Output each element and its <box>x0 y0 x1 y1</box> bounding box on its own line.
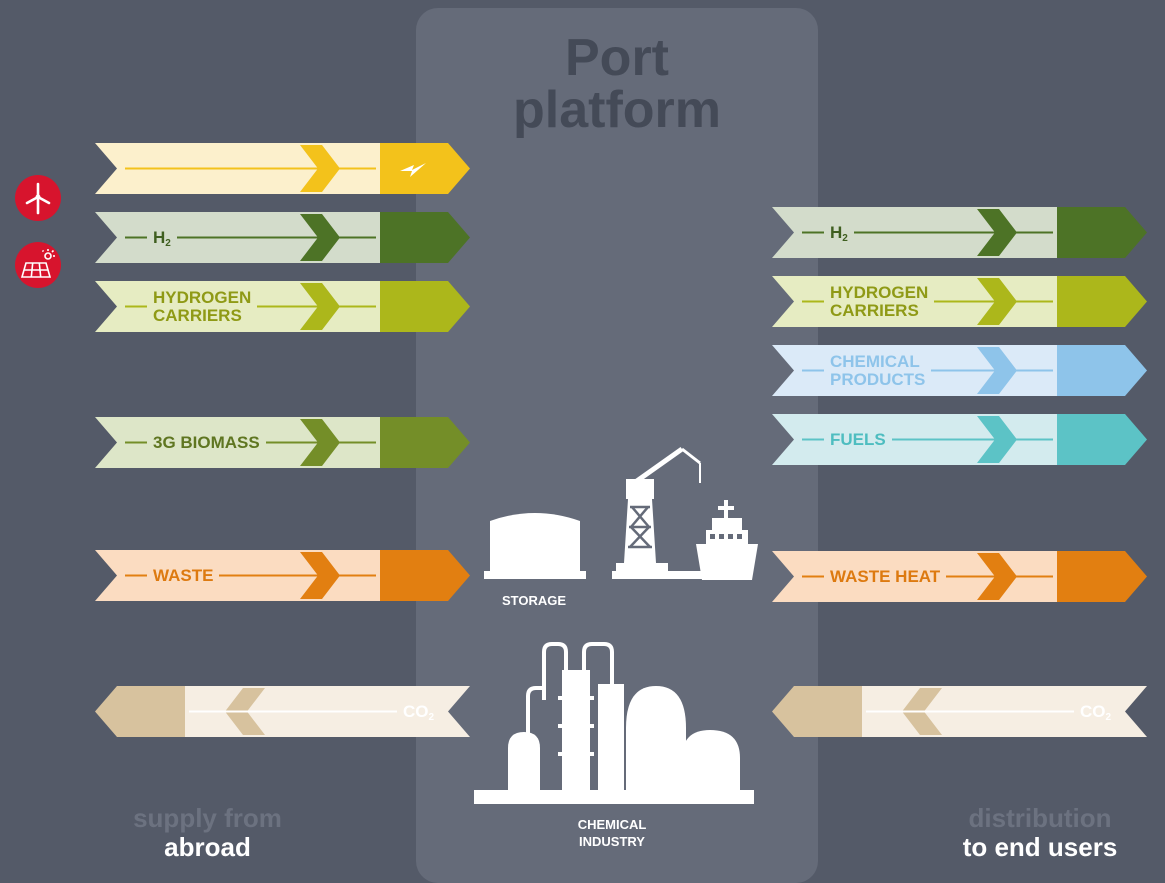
left-arrow-label-waste: WASTE <box>147 565 220 585</box>
left-footer-line-1: supply from <box>133 803 282 833</box>
right-arrow-label-text: CARRIERS <box>830 300 919 320</box>
left-arrow-label-h2: H2 <box>147 227 177 253</box>
left-arrow-co2: CO2 <box>95 686 470 737</box>
left-footer: supply from abroad <box>95 804 320 862</box>
chemical-label-line-1: CHEMICAL <box>577 817 647 832</box>
right-arrow-waste-heat: WASTE HEAT <box>772 551 1147 602</box>
left-arrow-shape-0 <box>95 143 470 194</box>
right-arrow-label-h2: H2 <box>824 222 854 248</box>
storage-label: STORAGE <box>501 593 567 608</box>
left-arrow-label-text: 3G BIOMASS <box>153 432 260 452</box>
left-arrow-label-co2: CO2 <box>396 701 440 727</box>
left-arrow-label-text: CO <box>402 701 429 721</box>
right-arrow-fuels: FUELS <box>772 414 1147 465</box>
right-footer-line-1: distribution <box>968 803 1112 833</box>
ship-icon <box>696 500 758 580</box>
left-footer-line-2: abroad <box>164 832 251 862</box>
right-arrow-label-co2: CO2 <box>1073 701 1117 727</box>
right-arrow-label-text: CHEMICAL <box>830 351 920 371</box>
right-arrow-label-text: WASTE HEAT <box>830 566 941 586</box>
chemical-plant-icon <box>474 642 754 804</box>
left-arrow-shape-5 <box>95 686 470 737</box>
left-arrow-biomass: 3G BIOMASS <box>95 417 470 468</box>
left-arrow-label-text: WASTE <box>153 565 214 585</box>
left-arrow-label-subscript: 2 <box>165 237 171 249</box>
right-footer-line-2: to end users <box>962 832 1118 862</box>
platform-title: Port platform <box>416 32 818 136</box>
left-arrow-waste: WASTE <box>95 550 470 601</box>
right-arrow-label-text: CO <box>1079 701 1106 721</box>
left-arrow-electricity <box>95 143 470 194</box>
left-arrow-label-subscript: 2 <box>428 711 434 723</box>
right-arrow-h2: H2 <box>772 207 1147 258</box>
right-arrow-label-text: PRODUCTS <box>830 369 926 389</box>
right-footer: distribution to end users <box>920 804 1160 862</box>
wind-turbine-icon <box>15 175 61 221</box>
chemical-industry-label: CHEMICAL INDUSTRY <box>542 816 682 850</box>
left-arrow-shape-4 <box>95 550 470 601</box>
right-arrow-label-fuels: FUELS <box>824 429 892 449</box>
right-arrow-label-text: H <box>830 222 843 242</box>
left-arrow-label-text: CARRIERS <box>153 305 242 325</box>
left-arrow-label-text: H <box>153 227 166 247</box>
right-arrow-label-text: HYDROGEN <box>830 282 929 302</box>
lightning-icon <box>400 162 426 177</box>
right-arrow-label-text: FUELS <box>830 429 886 449</box>
solar-panel-icon <box>15 242 61 288</box>
right-arrow-label-subscript: 2 <box>1105 711 1111 723</box>
right-arrow-co2: CO2 <box>772 686 1147 737</box>
port-crane-icon <box>612 446 702 579</box>
left-arrow-label-text: HYDROGEN <box>153 287 252 307</box>
platform-title-line-1: Port <box>565 29 669 87</box>
storage-tank-icon <box>484 513 586 579</box>
right-arrow-label-subscript: 2 <box>842 232 848 244</box>
left-arrow-label-biomass: 3G BIOMASS <box>147 432 266 452</box>
right-arrow-label-waste-heat: WASTE HEAT <box>824 566 947 586</box>
platform-title-line-2: platform <box>513 81 721 139</box>
chemical-label-line-2: INDUSTRY <box>579 834 645 849</box>
left-arrow-h2: H2 <box>95 212 470 263</box>
